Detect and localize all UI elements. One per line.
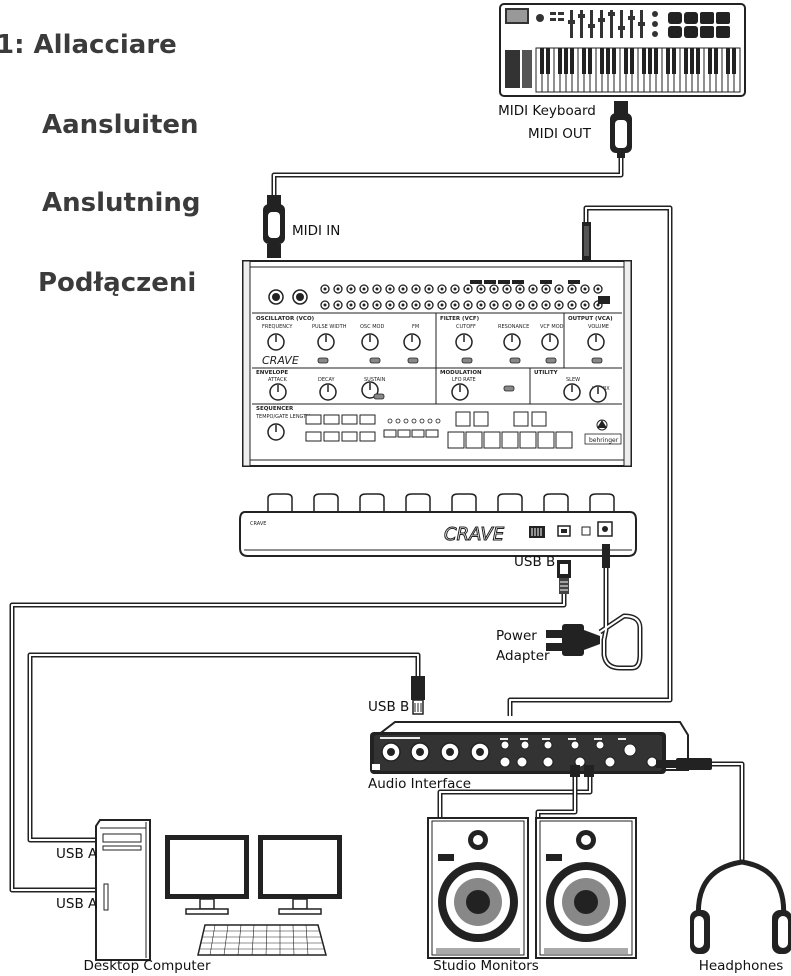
section-filter: FILTER (VCF) bbox=[440, 316, 480, 322]
label-usb-b-synth: USB B bbox=[514, 554, 556, 570]
knob-label-fm: FM bbox=[412, 324, 419, 330]
monitor-plugs bbox=[570, 765, 594, 777]
headphones bbox=[690, 859, 791, 954]
label-usb-b-interface: USB B bbox=[368, 699, 410, 715]
power-jack-synth bbox=[602, 544, 610, 568]
knob-label-volume: VOLUME bbox=[588, 324, 609, 330]
label-studio-monitors: Studio Monitors bbox=[433, 958, 539, 974]
studio-monitor-right bbox=[535, 817, 637, 959]
synth-crave-front: OSCILLATOR (VCO) FILTER (VCF) OUTPUT (VC… bbox=[242, 260, 632, 467]
synth-crave-back: CRAVE CRAVE bbox=[239, 493, 637, 557]
section-modulation: MODULATION bbox=[440, 370, 482, 376]
cables bbox=[9, 150, 745, 893]
desktop-computer bbox=[95, 819, 342, 961]
back-label: CRAVE bbox=[250, 521, 266, 527]
crave-back-logo: CRAVE bbox=[444, 524, 505, 545]
heading-italian: 1: Allacciare bbox=[0, 30, 177, 60]
label-midi-out: MIDI OUT bbox=[528, 126, 592, 142]
crave-logo: CRAVE bbox=[262, 354, 299, 367]
knob-label-pulse-width: PULSE WIDTH bbox=[312, 324, 347, 330]
midi-in-plug bbox=[263, 195, 285, 258]
midi-keyboard bbox=[499, 3, 746, 97]
label-usb-a-2: USB A bbox=[56, 896, 98, 912]
knob-label-resonance: RESONANCE bbox=[498, 324, 529, 330]
midi-out-plug bbox=[610, 101, 632, 158]
heading-dutch: Aansluiten bbox=[42, 110, 199, 140]
label-midi-in: MIDI IN bbox=[292, 223, 341, 239]
studio-monitor-left bbox=[427, 817, 529, 959]
audio-interface bbox=[370, 721, 689, 774]
label-power-adapter: Power Adapter bbox=[496, 628, 550, 664]
headphone-plug-interface bbox=[656, 758, 712, 770]
section-utility: UTILITY bbox=[534, 370, 559, 376]
synth-audio-jack bbox=[582, 222, 591, 260]
heading-swedish: Anslutning bbox=[42, 188, 201, 218]
label-audio-interface: Audio Interface bbox=[368, 776, 472, 792]
section-sequencer: SEQUENCER bbox=[256, 406, 294, 412]
label-midi-keyboard: MIDI Keyboard bbox=[498, 103, 596, 119]
knob-label-frequency: FREQUENCY bbox=[262, 324, 293, 330]
knob-label-slew: SLEW bbox=[566, 377, 580, 383]
label-desktop-computer: Desktop Computer bbox=[83, 958, 211, 974]
knob-label-cutoff: CUTOFF bbox=[456, 324, 476, 330]
knob-label-decay: DECAY bbox=[318, 377, 336, 383]
knob-label-osc-mod: OSC MOD bbox=[360, 324, 384, 330]
knob-label-sustain: SUSTAIN bbox=[364, 377, 386, 383]
section-envelope: ENVELOPE bbox=[256, 370, 288, 376]
behringer-logo: behringer bbox=[589, 437, 619, 444]
power-adapter bbox=[546, 624, 600, 656]
usb-b-plug-synth bbox=[557, 560, 571, 594]
knob-label-attack: ATTACK bbox=[268, 377, 287, 383]
section-output: OUTPUT (VCA) bbox=[568, 316, 613, 322]
heading-polish: Podłączeni bbox=[38, 268, 197, 298]
label-headphones: Headphones bbox=[698, 958, 784, 974]
section-oscillator: OSCILLATOR (VCO) bbox=[256, 316, 315, 322]
knob-label-tempo: TEMPO/GATE LENGTH bbox=[255, 414, 310, 420]
label-usb-a-1: USB A bbox=[56, 846, 98, 862]
knob-label-vcf-mod: VCF MOD bbox=[540, 324, 564, 330]
usb-b-plug-interface bbox=[411, 676, 425, 715]
knob-label-lfo-rate: LFO RATE bbox=[452, 377, 476, 383]
